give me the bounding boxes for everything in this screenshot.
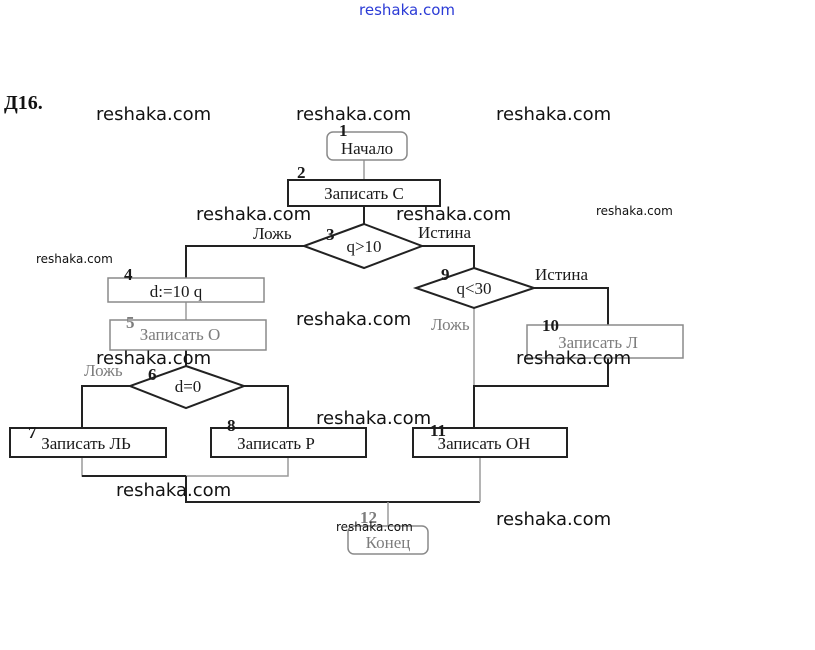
node-4-text: d:=10 q xyxy=(150,282,203,301)
watermark: reshaka.com xyxy=(336,520,413,534)
watermark: reshaka.com xyxy=(96,348,212,369)
site-header-link[interactable]: reshaka.com xyxy=(359,1,455,19)
edge-3-true xyxy=(422,245,475,268)
node-3-text: q>10 xyxy=(346,237,381,256)
node-6-number: 6 xyxy=(148,365,157,384)
watermark: reshaka.com xyxy=(36,252,113,266)
node-1-text: Начало xyxy=(341,139,393,158)
watermark: reshaka.com xyxy=(596,204,673,218)
watermark: reshaka.com xyxy=(496,104,612,125)
watermark: reshaka.com xyxy=(316,408,432,429)
node-7-text: Записать ЛЬ xyxy=(41,434,131,453)
task-label: Д16. xyxy=(4,92,43,114)
watermark: reshaka.com xyxy=(496,509,612,530)
node-11-text: Записать ОН xyxy=(438,434,531,453)
node-5-number: 5 xyxy=(126,313,135,332)
node-9-true-label: Истина xyxy=(535,265,588,284)
edge-10-merge xyxy=(473,358,609,428)
node-1-number: 1 xyxy=(339,121,348,140)
edge-6-false xyxy=(81,385,130,428)
node-5-process: Записать О 5 xyxy=(109,313,267,351)
watermark: reshaka.com xyxy=(296,104,412,125)
node-9-decision: q<30 9 Истина Ложь xyxy=(412,265,588,334)
node-3-true-label: Истина xyxy=(418,223,471,242)
node-3-decision: q>10 3 Ложь Истина xyxy=(253,222,471,270)
node-8-text: Записать Р xyxy=(237,434,315,453)
node-5-text: Записать О xyxy=(140,325,221,344)
node-12-number: 12 xyxy=(360,508,377,527)
node-4-process: d:=10 q 4 xyxy=(107,265,265,303)
flowchart-connectors xyxy=(81,160,609,526)
node-7-number: 7 xyxy=(28,423,37,442)
node-9-number: 9 xyxy=(441,265,450,284)
watermark: reshaka.com xyxy=(396,204,512,225)
node-7-process: Записать ЛЬ 7 xyxy=(9,423,167,458)
node-2-number: 2 xyxy=(297,163,306,182)
node-2-process: Записать С 2 xyxy=(287,163,441,207)
node-12-text: Конец xyxy=(366,533,411,552)
node-3-number: 3 xyxy=(326,225,335,244)
watermark: reshaka.com xyxy=(96,104,212,125)
node-6-decision: d=0 6 Ложь xyxy=(84,361,247,410)
node-12-end: Конец 12 xyxy=(347,508,429,555)
edge-7-8-merge xyxy=(81,457,289,477)
node-10-process: Записать Л 10 xyxy=(526,316,684,359)
edge-3-false xyxy=(185,245,304,278)
edge-6-true xyxy=(244,385,289,428)
watermark: reshaka.com xyxy=(516,348,632,369)
node-10-number: 10 xyxy=(542,316,559,335)
node-1-start: Начало 1 xyxy=(326,121,408,161)
node-9-text: q<30 xyxy=(456,279,491,298)
watermark: reshaka.com xyxy=(116,480,232,501)
node-9-false-label: Ложь xyxy=(431,315,470,334)
node-6-text: d=0 xyxy=(175,377,202,396)
node-11-process: Записать ОН 11 xyxy=(412,421,568,458)
node-8-number: 8 xyxy=(227,416,236,435)
node-6-false-label: Ложь xyxy=(84,361,123,380)
edge-left-to-end xyxy=(185,476,480,503)
node-2-text: Записать С xyxy=(324,184,404,203)
node-4-number: 4 xyxy=(124,265,133,284)
node-11-number: 11 xyxy=(430,421,446,440)
node-3-false-label: Ложь xyxy=(253,224,292,243)
watermark: reshaka.com xyxy=(196,204,312,225)
watermark: reshaka.com xyxy=(296,309,412,330)
node-8-process: Записать Р 8 xyxy=(210,416,367,458)
node-10-text: Записать Л xyxy=(558,333,638,352)
edge-9-true xyxy=(534,287,609,325)
